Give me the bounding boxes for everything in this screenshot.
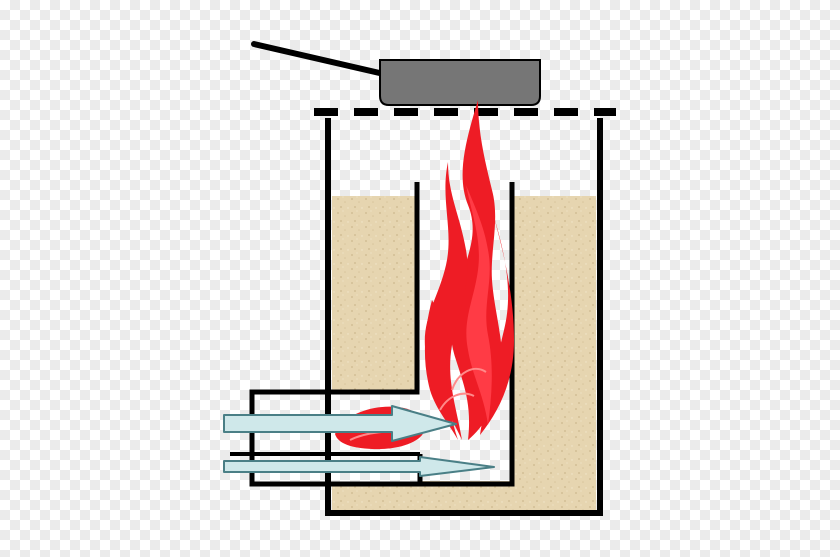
riser-inner-left-wall (249, 182, 423, 487)
flame-icon (335, 100, 514, 450)
outer-barrel (325, 118, 603, 516)
primary-air-arrow (223, 405, 457, 442)
air-flow-arrow-icon (223, 405, 495, 477)
insulation-fill (332, 196, 596, 511)
cooking-pot-icon (251, 41, 541, 106)
riser-inner-right-wall (420, 182, 515, 487)
insulation-under-feed (332, 484, 420, 511)
combustion-chamber (249, 182, 515, 487)
insulation-left (332, 196, 417, 392)
secondary-air-arrow (223, 456, 495, 477)
insulation-right (512, 196, 596, 511)
